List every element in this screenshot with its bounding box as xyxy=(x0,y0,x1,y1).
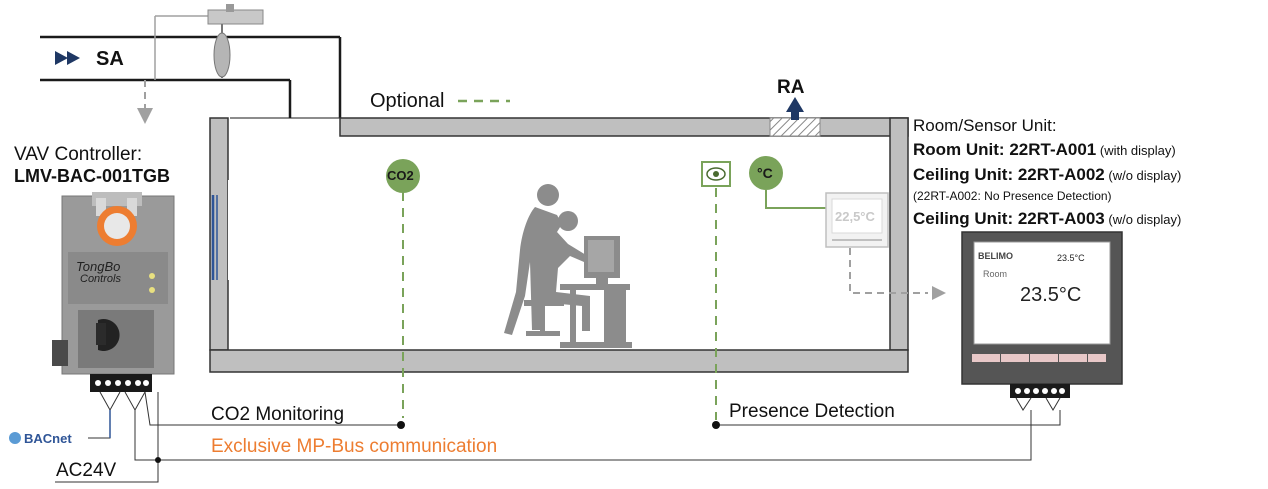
ac24v-label: AC24V xyxy=(56,460,117,481)
temperature-sensor xyxy=(749,156,826,209)
temp-sensor-label: °C xyxy=(757,165,773,181)
room-unit-brand: BELIMO xyxy=(978,251,1013,261)
room-walls xyxy=(209,117,909,373)
mpbus-junction xyxy=(155,457,161,463)
bacnet-label: BACnet xyxy=(24,431,72,446)
thermostat-to-room-unit-arrow xyxy=(849,248,946,300)
presence-detection-label: Presence Detection xyxy=(729,401,895,422)
return-air-label: RA xyxy=(777,77,805,98)
supply-air-label: SA xyxy=(96,48,124,70)
room-unit-line-3: (22RT-A002: No Presence Detection) xyxy=(913,189,1112,203)
controller-wiring xyxy=(55,391,1061,483)
supply-duct xyxy=(40,35,342,119)
bacnet-logo-icon xyxy=(9,432,21,444)
room-unit-line-1: Room Unit: 22RT-A001 (with display) xyxy=(913,140,1176,159)
co2-sensor xyxy=(386,159,420,418)
vav-title: VAV Controller: xyxy=(14,144,143,165)
room-unit-header: Room/Sensor Unit: xyxy=(913,116,1057,135)
co2-sensor-label: CO2 xyxy=(387,168,414,183)
vav-dashed-link xyxy=(137,15,210,124)
optional-label: Optional xyxy=(370,90,445,112)
co2-junction xyxy=(397,421,405,429)
vav-brand-line1: TongBo xyxy=(76,259,121,274)
room-thermostat-icon xyxy=(825,192,889,248)
room-unit-line-4: Ceiling Unit: 22RT-A003 (w/o display) xyxy=(913,209,1182,228)
room-unit-room-label: Room xyxy=(983,269,1008,279)
room-unit-device xyxy=(961,231,1123,398)
supply-air-arrow-icon xyxy=(55,51,80,65)
presence-junction xyxy=(712,421,720,429)
return-air-grille xyxy=(769,97,821,137)
mpbus-label: Exclusive MP-Bus communication xyxy=(211,436,498,457)
room-unit-main-temp: 23.5°C xyxy=(1020,284,1082,306)
co2-monitoring-label: CO2 Monitoring xyxy=(211,404,345,425)
vav-controller-device xyxy=(52,192,175,392)
room-unit-line-2: Ceiling Unit: 22RT-A002 (w/o display) xyxy=(913,165,1182,184)
room-unit-top-temp: 23.5°C xyxy=(1057,253,1085,263)
duct-damper-icon xyxy=(207,4,264,78)
office-worker-silhouette xyxy=(504,184,632,348)
thermostat-reading: 22,5°C xyxy=(835,209,875,224)
presence-sensor xyxy=(701,161,731,420)
vav-brand-line2: Controls xyxy=(80,273,121,285)
vav-model: LMV-BAC-001TGB xyxy=(14,166,171,186)
